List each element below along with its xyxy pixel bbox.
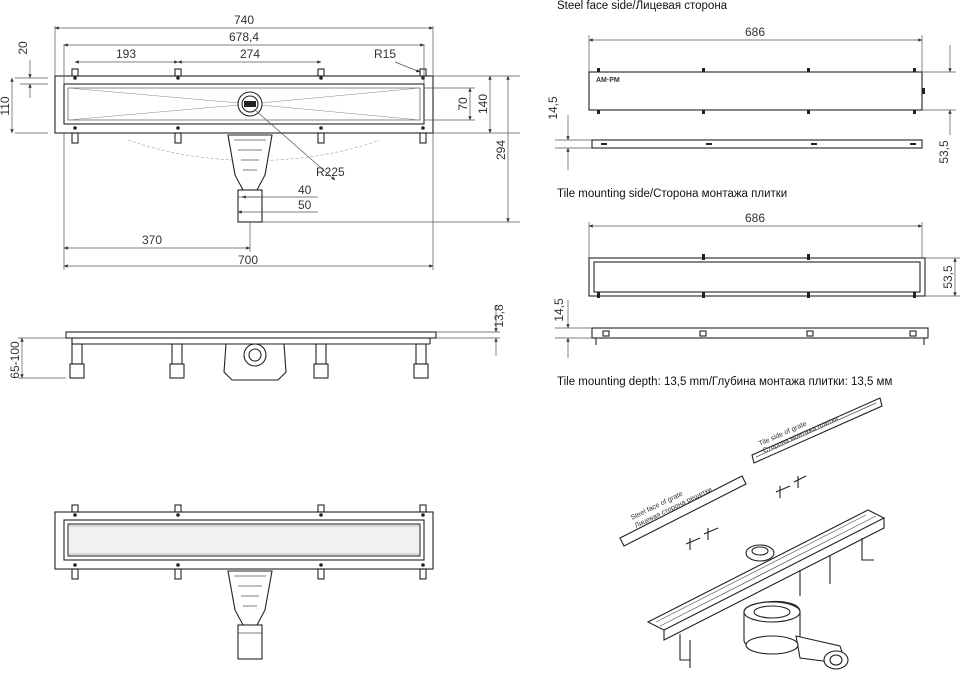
- brand-logo: AM·PM: [596, 77, 620, 84]
- steel-grate-exploded: [619, 475, 747, 547]
- tile-width-dim: 53,5: [941, 265, 955, 289]
- dim-outlet-inner: 40: [298, 183, 312, 197]
- assembled-plan-view: [54, 504, 434, 660]
- dim-outer-depth: 140: [476, 94, 490, 114]
- dim-inner-depth: 70: [456, 97, 470, 111]
- steel-width-dim: 53,5: [937, 140, 951, 164]
- dim-base-width: 700: [238, 253, 258, 267]
- plan-view: 740 678,4 193 274 R15 20 110 70 140 294 …: [0, 13, 520, 270]
- tile-side-panel: Tile mounting side/Сторона монтажа плитк…: [552, 188, 960, 358]
- exploded-caption: Tile mounting depth: 13,5 mm/Глубина мон…: [557, 376, 892, 388]
- dim-mid-segment: 274: [240, 47, 260, 61]
- dim-radius-small: R15: [374, 47, 396, 61]
- dim-leg-range: 65-100: [8, 341, 22, 379]
- dim-top-thickness: 13,8: [492, 304, 506, 328]
- dim-radius-large: R225: [316, 165, 345, 179]
- dim-inner-width: 678,4: [229, 30, 259, 44]
- steel-face-caption: Steel face side/Лицевая сторона: [557, 0, 728, 12]
- dim-flange: 20: [16, 41, 30, 55]
- steel-length-dim: 686: [745, 25, 765, 39]
- tile-side-caption: Tile mounting side/Сторона монтажа плитк…: [557, 188, 787, 200]
- exploded-view: Tile mounting depth: 13,5 mm/Глубина мон…: [557, 376, 892, 670]
- side-top-plate: [65, 331, 437, 339]
- tile-grate-back: [588, 257, 926, 297]
- dim-left-segment: 193: [116, 47, 136, 61]
- dim-outlet-outer: 50: [298, 198, 312, 212]
- side-view: 13,8 65-100: [8, 304, 506, 381]
- dim-total-height: 294: [494, 140, 508, 160]
- dim-body-depth: 110: [0, 96, 12, 115]
- dim-overall-width: 740: [234, 13, 254, 27]
- tile-length-dim: 686: [745, 211, 765, 225]
- dim-outlet-offset: 370: [142, 233, 162, 247]
- steel-thickness-dim: 14,5: [546, 96, 560, 120]
- steel-grate-face: [588, 71, 923, 111]
- tile-grate-exploded: [751, 397, 883, 464]
- steel-face-panel: Steel face side/Лицевая сторона 686 AM·P…: [546, 0, 956, 170]
- tile-thickness-dim: 14,5: [552, 298, 566, 322]
